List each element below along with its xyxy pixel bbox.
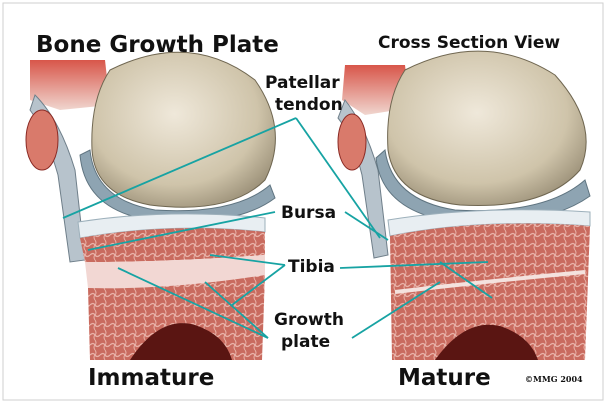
copyright-text: ©MMG 2004 — [525, 374, 583, 384]
right-patella — [338, 114, 366, 170]
label-growth-plate-line2: plate — [281, 332, 330, 352]
label-growth-plate-line1: Growth — [274, 310, 344, 330]
diagram-title: Bone Growth Plate — [36, 32, 279, 58]
label-tibia: Tibia — [288, 257, 335, 277]
label-patellar-tendon-line2: tendon — [275, 95, 343, 115]
label-patellar-tendon-line1: Patellar — [265, 73, 340, 93]
caption-immature: Immature — [88, 365, 214, 391]
left-patella — [26, 110, 58, 170]
caption-mature: Mature — [398, 365, 491, 391]
diagram-subtitle: Cross Section View — [378, 33, 560, 53]
label-bursa: Bursa — [281, 203, 336, 223]
left-femur-condyle — [92, 52, 276, 207]
